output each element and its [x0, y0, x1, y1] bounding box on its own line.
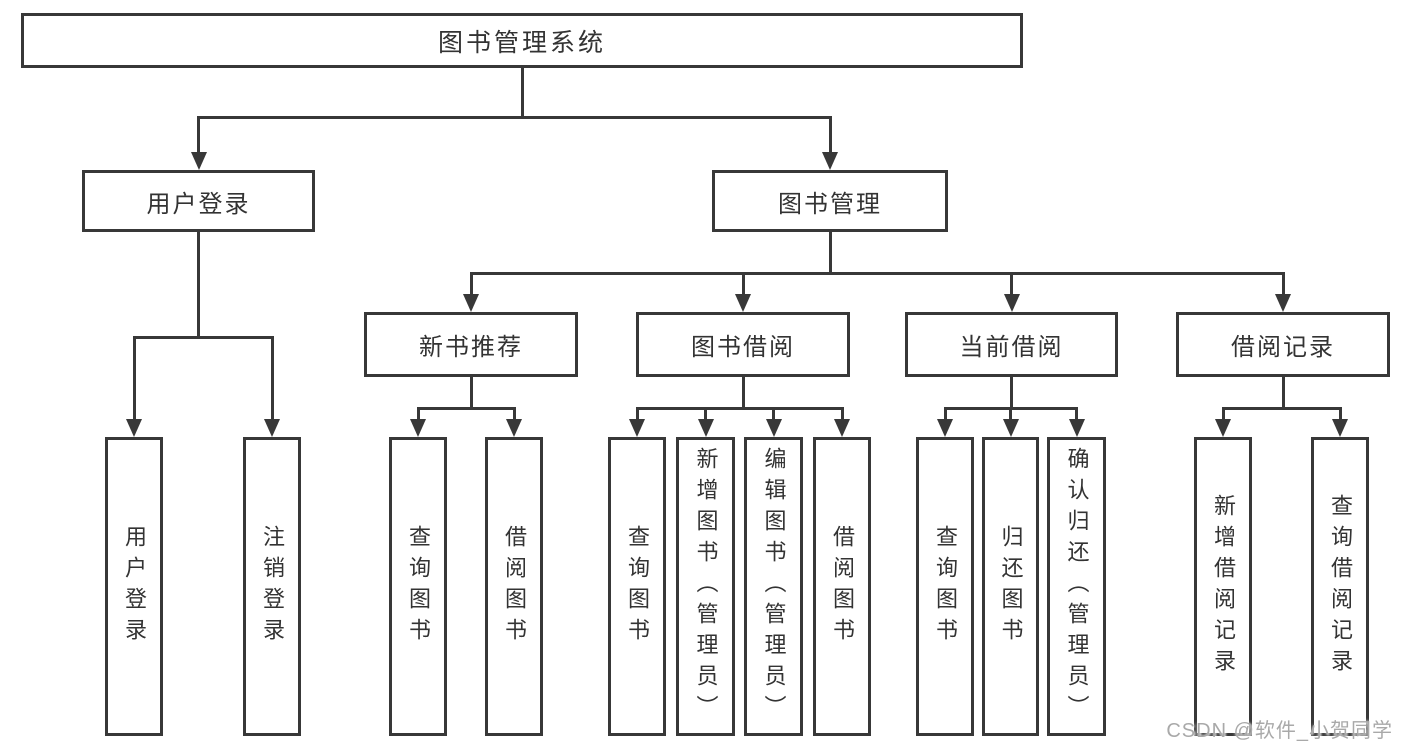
node-label-new-book-rec: 新书推荐: [419, 334, 523, 361]
node-borrow-record: 借阅记录: [1176, 312, 1390, 377]
arrowhead-book-mgmt: [822, 152, 838, 170]
node-book-mgmt: 图书管理: [712, 170, 948, 232]
arrowhead-leaf-query-book-2: [629, 419, 645, 437]
arrowhead-borrow-record: [1275, 294, 1291, 312]
node-leaf-borrow-book-1: 借阅图书: [485, 437, 543, 736]
node-label-borrow-record: 借阅记录: [1231, 334, 1335, 361]
arrowhead-leaf-query-book-3: [937, 419, 953, 437]
connector-drop-book-mgmt: [828, 117, 832, 154]
node-leaf-user-login: 用户登录: [105, 437, 163, 736]
node-label-leaf-add-book: 新增图书（管理员）: [693, 447, 719, 726]
arrowhead-leaf-borrow-book-2: [834, 419, 850, 437]
arrowhead-leaf-add-record: [1215, 419, 1231, 437]
arrowhead-book-borrow: [735, 294, 751, 312]
node-label-leaf-add-record: 新增借阅记录: [1211, 493, 1236, 680]
connector-drop-leaf-confirm-return: [1075, 408, 1078, 421]
node-label-leaf-query-book-1: 查询图书: [406, 524, 431, 649]
node-label-book-borrow: 图书借阅: [691, 334, 795, 361]
node-label-leaf-borrow-book-2: 借阅图书: [830, 524, 855, 649]
node-leaf-return-book: 归还图书: [982, 437, 1039, 736]
connector-drop-leaf-return-book: [1009, 408, 1012, 421]
connector-bus-root: [197, 115, 832, 119]
arrowhead-user-login: [190, 152, 207, 170]
connector-stem-book-mgmt: [828, 232, 832, 273]
arrowhead-leaf-borrow-book-1: [506, 419, 522, 437]
node-leaf-borrow-book-2: 借阅图书: [813, 437, 871, 736]
node-label-leaf-query-book-2: 查询图书: [625, 524, 650, 649]
node-label-leaf-confirm-return: 确认归还（管理员）: [1064, 447, 1090, 726]
node-label-leaf-edit-book: 编辑图书（管理员）: [761, 447, 787, 726]
arrowhead-leaf-query-record: [1332, 419, 1348, 437]
connector-bus-borrow-record: [1221, 406, 1342, 410]
connector-drop-leaf-add-record: [1221, 408, 1225, 421]
node-label-leaf-logout: 注销登录: [260, 524, 285, 649]
node-leaf-query-record: 查询借阅记录: [1311, 437, 1369, 736]
arrowhead-leaf-return-book: [1002, 419, 1019, 437]
connector-bus-book-borrow: [635, 406, 844, 410]
node-label-leaf-borrow-book-1: 借阅图书: [502, 524, 527, 649]
connector-drop-current-borrow: [1010, 273, 1013, 296]
node-label-leaf-return-book: 归还图书: [998, 524, 1024, 649]
connector-drop-leaf-edit-book: [772, 408, 775, 421]
connector-drop-leaf-user-login: [132, 337, 136, 421]
arrowhead-current-borrow: [1003, 294, 1020, 312]
connector-stem-current-borrow: [1010, 377, 1013, 408]
node-label-leaf-query-book-3: 查询图书: [933, 524, 958, 649]
node-leaf-add-record: 新增借阅记录: [1194, 437, 1252, 736]
connector-bus-user-login: [132, 335, 274, 339]
connector-stem-book-borrow: [741, 377, 745, 408]
node-leaf-confirm-return: 确认归还（管理员）: [1047, 437, 1106, 736]
node-root: 图书管理系统: [21, 13, 1023, 68]
connector-drop-leaf-query-book-3: [943, 408, 947, 421]
arrowhead-new-book-rec: [463, 294, 479, 312]
node-label-user-login: 用户登录: [146, 190, 251, 218]
connector-drop-leaf-borrow-book-1: [512, 408, 516, 421]
connector-stem-user-login: [197, 232, 200, 337]
connector-drop-leaf-add-book: [704, 408, 707, 421]
node-label-leaf-query-record: 查询借阅记录: [1328, 493, 1353, 680]
node-leaf-logout: 注销登录: [243, 437, 301, 736]
arrowhead-leaf-edit-book: [765, 419, 782, 437]
connector-drop-leaf-query-book-1: [416, 408, 420, 421]
node-leaf-query-book-1: 查询图书: [389, 437, 447, 736]
connector-stem-new-book-rec: [469, 377, 473, 408]
connector-drop-user-login: [197, 117, 200, 154]
connector-drop-leaf-query-record: [1338, 408, 1342, 421]
connector-stem-root: [520, 68, 524, 117]
arrowhead-leaf-logout: [264, 419, 280, 437]
csdn-watermark: CSDN @软件_小贺同学: [1166, 720, 1393, 742]
node-current-borrow: 当前借阅: [905, 312, 1118, 377]
node-new-book-rec: 新书推荐: [364, 312, 578, 377]
connector-bus-book-mgmt: [469, 271, 1285, 275]
arrowhead-leaf-add-book: [697, 419, 714, 437]
arrowhead-leaf-confirm-return: [1068, 419, 1085, 437]
node-label-leaf-user-login: 用户登录: [122, 524, 147, 649]
node-user-login: 用户登录: [82, 170, 315, 232]
connector-drop-new-book-rec: [469, 273, 473, 296]
node-leaf-add-book: 新增图书（管理员）: [676, 437, 735, 736]
node-leaf-query-book-3: 查询图书: [916, 437, 974, 736]
node-book-borrow: 图书借阅: [636, 312, 850, 377]
arrowhead-leaf-query-book-1: [410, 419, 426, 437]
node-leaf-query-book-2: 查询图书: [608, 437, 666, 736]
node-label-root: 图书管理系统: [437, 28, 606, 57]
connector-drop-leaf-logout: [270, 337, 274, 421]
arrowhead-leaf-user-login: [126, 419, 142, 437]
node-leaf-edit-book: 编辑图书（管理员）: [744, 437, 803, 736]
node-label-book-mgmt: 图书管理: [778, 190, 882, 218]
connector-drop-leaf-borrow-book-2: [840, 408, 844, 421]
connector-bus-new-book-rec: [416, 406, 516, 410]
connector-drop-leaf-query-book-2: [635, 408, 639, 421]
node-label-current-borrow: 当前借阅: [959, 334, 1064, 361]
connector-stem-borrow-record: [1281, 377, 1285, 408]
connector-drop-borrow-record: [1281, 273, 1285, 296]
connector-drop-book-borrow: [741, 273, 745, 296]
